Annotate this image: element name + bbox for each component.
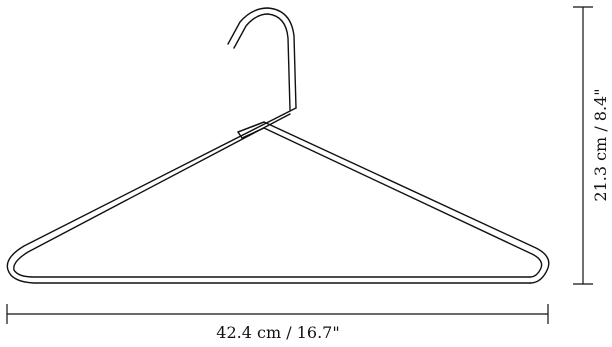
hanger-right-arm-outer [237, 121, 550, 284]
hanger-left-arm-inner [13, 113, 531, 278]
width-dimension [6, 304, 549, 324]
height-dimension-label: 21.3 cm / 8.4" [591, 88, 610, 201]
hanger-joint-clip [237, 121, 265, 139]
hanger-left-arm-outer [6, 107, 531, 284]
width-dimension-label: 42.4 cm / 16.7" [216, 323, 339, 342]
height-dimension [573, 6, 593, 285]
hanger-hook-inner [233, 13, 291, 111]
hanger-right-arm-inner [241, 127, 543, 278]
hanger-drawing [6, 7, 550, 284]
hanger-hook-outer [227, 7, 297, 109]
